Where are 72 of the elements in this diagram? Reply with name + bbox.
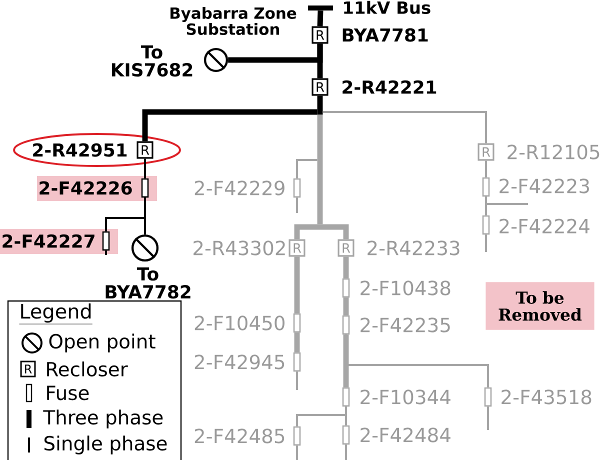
power-line [343,298,349,316]
device-label: 2-F42229 [194,180,284,196]
legend-text: Single phase [44,436,167,454]
power-line [487,406,489,430]
power-line [296,446,298,460]
destination-label: To BYA7782 [106,267,190,299]
fuse-symbol [293,178,301,198]
legend-text: Three phase [43,410,163,428]
power-line [317,96,323,115]
open-point-symbol [131,234,159,262]
power-line [144,158,146,178]
device-label: 2-R42221 [342,80,436,94]
power-line [322,111,487,144]
substation-label: Byabarra Zone Substation [170,6,296,35]
device-label: 2-R42233 [368,240,460,256]
legend-title: Legend [19,303,93,324]
open-point-symbol [204,48,228,72]
note-box: To be Removed [486,282,594,330]
device-label: 2-F43518 [502,390,592,404]
power-line [320,224,349,240]
legend-text: Open point [49,334,156,352]
device-label: 2-F10438 [360,280,450,296]
power-line [294,332,300,352]
fuse-symbol [342,315,350,335]
power-line [343,256,349,278]
power-line [228,44,323,63]
destination-label: To KIS7682 [112,45,192,77]
fuse-symbol [342,278,350,298]
power-line [345,444,347,460]
fuse-symbol [482,215,490,235]
power-line [296,372,298,390]
power-line [296,159,318,178]
device-label: 2-F42945 [194,354,284,370]
power-line [144,198,146,234]
fuse-symbol [482,177,490,197]
power-line [296,406,347,426]
power-line [142,109,318,142]
power-line [343,334,349,388]
device-label: 2-F42235 [360,318,450,332]
fuse-symbol [293,426,301,446]
device-label: 2-F42223 [500,178,589,194]
device-label: 2-R43302 [194,240,285,256]
fuse-symbol [141,178,149,198]
device-label: 2-F42227 [2,234,94,248]
fuse-symbol [342,425,350,445]
device-label: 2-F42485 [194,428,284,444]
device-label: BYA7781 [342,28,428,42]
bus-bar [308,6,333,10]
power-line [485,234,487,252]
power-line [105,250,107,255]
device-label: 2-F42484 [360,428,450,442]
fuse-symbol [484,387,492,407]
fuse-symbol [293,352,301,372]
power-line [294,224,320,240]
bus-label: 11kV Bus [344,0,430,14]
device-label: 2-F10344 [360,390,450,404]
legend-text: Recloser [47,361,128,377]
device-label: 2-R42951 [33,143,127,157]
device-label: 2-F10450 [194,316,284,330]
power-line [485,196,528,205]
power-line [296,198,298,213]
device-label: 2-F42226 [40,181,132,195]
device-label: 2-F42224 [500,218,590,234]
fuse-symbol [102,231,110,251]
power-line [317,114,323,224]
power-line [485,160,487,178]
fuse-symbol [342,387,350,407]
power-line [294,256,300,314]
legend-text: Fuse [47,386,89,400]
fuse-symbol [293,313,301,333]
device-label: 2-R12105 [508,144,600,160]
power-line [317,10,324,26]
